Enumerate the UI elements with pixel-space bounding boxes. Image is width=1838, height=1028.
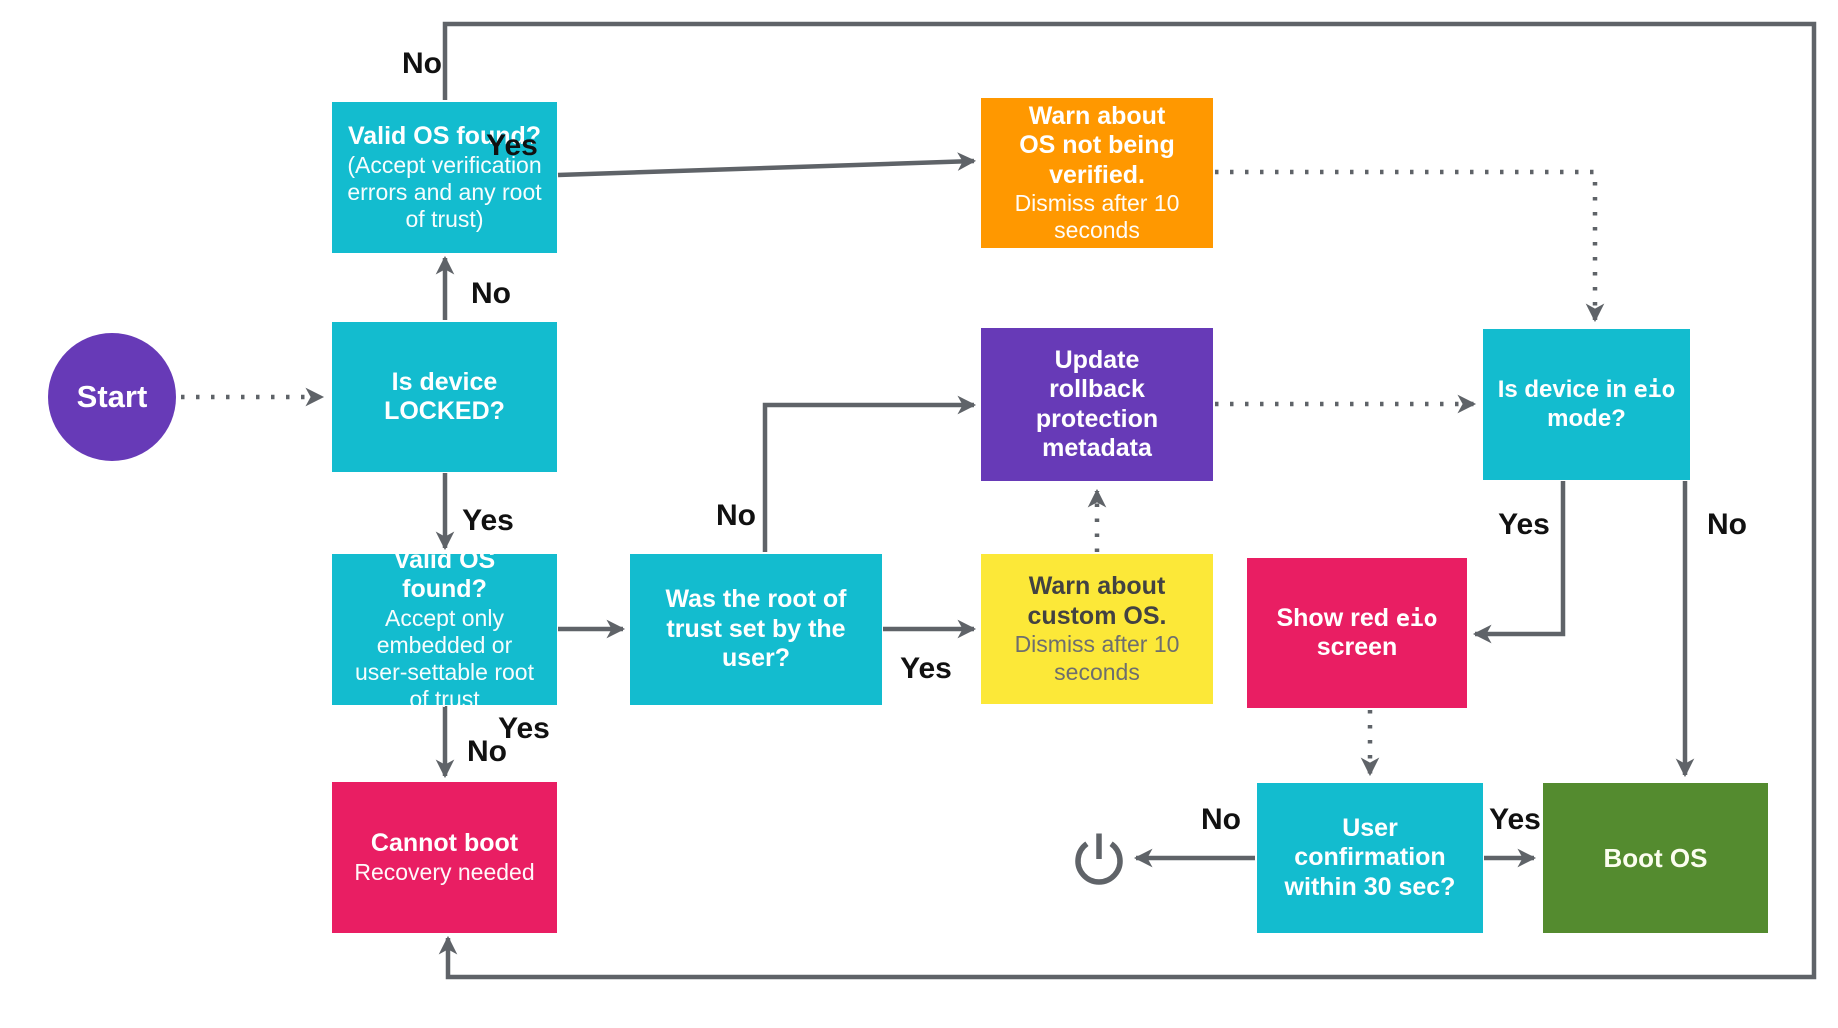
node-update-rollback: Update rollback protection metadata (981, 328, 1213, 481)
node-title: Valid OS found? (393, 545, 496, 604)
node-subtitle: Recovery needed (354, 858, 535, 885)
edge-warn-to-eio (1215, 169, 1605, 323)
power-icon (1075, 833, 1123, 885)
eio-mono-text: eio (1633, 377, 1676, 404)
edge-label-root-no: No (716, 499, 756, 532)
node-eio-mode: Is device in eio mode? (1483, 329, 1690, 480)
node-user-confirmation: User confirmation within 30 sec? (1257, 783, 1483, 933)
node-title: User confirmation within 30 sec? (1284, 813, 1456, 901)
edge-loop-no (438, 21, 1817, 980)
node-warn-not-verified: Warn about OS not being verified. Dismis… (981, 98, 1213, 248)
node-subtitle: Dismiss after 10 seconds (1014, 631, 1180, 685)
edge-label-confirm-no: No (1201, 803, 1241, 836)
edge-label-eio-no: No (1707, 508, 1747, 541)
node-title: Warn about OS not being verified. (1019, 101, 1175, 189)
node-title: Cannot boot (370, 829, 519, 858)
node-subtitle: Accept only embedded or user-settable ro… (355, 604, 534, 713)
edge-label-confirm-yes: Yes (1489, 803, 1541, 836)
edge-os-yes (557, 152, 977, 178)
edge-label-locked-yes: Yes (462, 504, 514, 537)
node-start-label: Start (76, 378, 148, 414)
edge-label-os-yes: Yes (486, 129, 538, 162)
edge-label-loop-no: No (402, 47, 442, 80)
edge-label-unlocked-no: No (467, 735, 507, 768)
eio-mono-text: eio (1395, 605, 1438, 632)
node-start: Start (48, 333, 176, 461)
edge-eio-yes (1472, 481, 1566, 644)
node-show-red-eio: Show red eio screen (1247, 558, 1467, 708)
edge-label-root-yes: Yes (900, 652, 952, 685)
node-title: Is device LOCKED? (384, 367, 505, 426)
node-title: Warn about custom OS. (1027, 572, 1167, 630)
node-title: Boot OS (1603, 842, 1708, 873)
node-title: Was the root of trust set by the user? (665, 585, 847, 673)
edge-label-locked-no: No (471, 277, 511, 310)
node-valid-os-locked: Valid OS found? (Accept verification err… (332, 102, 557, 253)
node-cannot-boot: Cannot boot Recovery needed (332, 782, 557, 933)
node-subtitle: Dismiss after 10 seconds (1014, 190, 1180, 244)
node-is-device-locked: Is device LOCKED? (332, 322, 557, 472)
edge-label-eio-yes: Yes (1498, 508, 1550, 541)
node-root-of-trust: Was the root of trust set by the user? (630, 554, 882, 705)
edge-root-no (762, 395, 977, 552)
node-warn-custom-os: Warn about custom OS. Dismiss after 10 s… (981, 554, 1213, 704)
node-title: Is device in eio mode? (1497, 376, 1676, 432)
node-title: Show red eio screen (1276, 603, 1438, 662)
node-valid-os-unlocked: Valid OS found? Accept only embedded or … (332, 546, 557, 712)
node-title: Valid OS found? (347, 122, 542, 151)
edge-label-unlocked-yes: Yes (498, 712, 550, 745)
node-subtitle: (Accept verification errors and any root… (347, 151, 542, 232)
node-title: Update rollback protection metadata (1035, 345, 1159, 463)
node-boot-os: Boot OS (1543, 783, 1768, 933)
